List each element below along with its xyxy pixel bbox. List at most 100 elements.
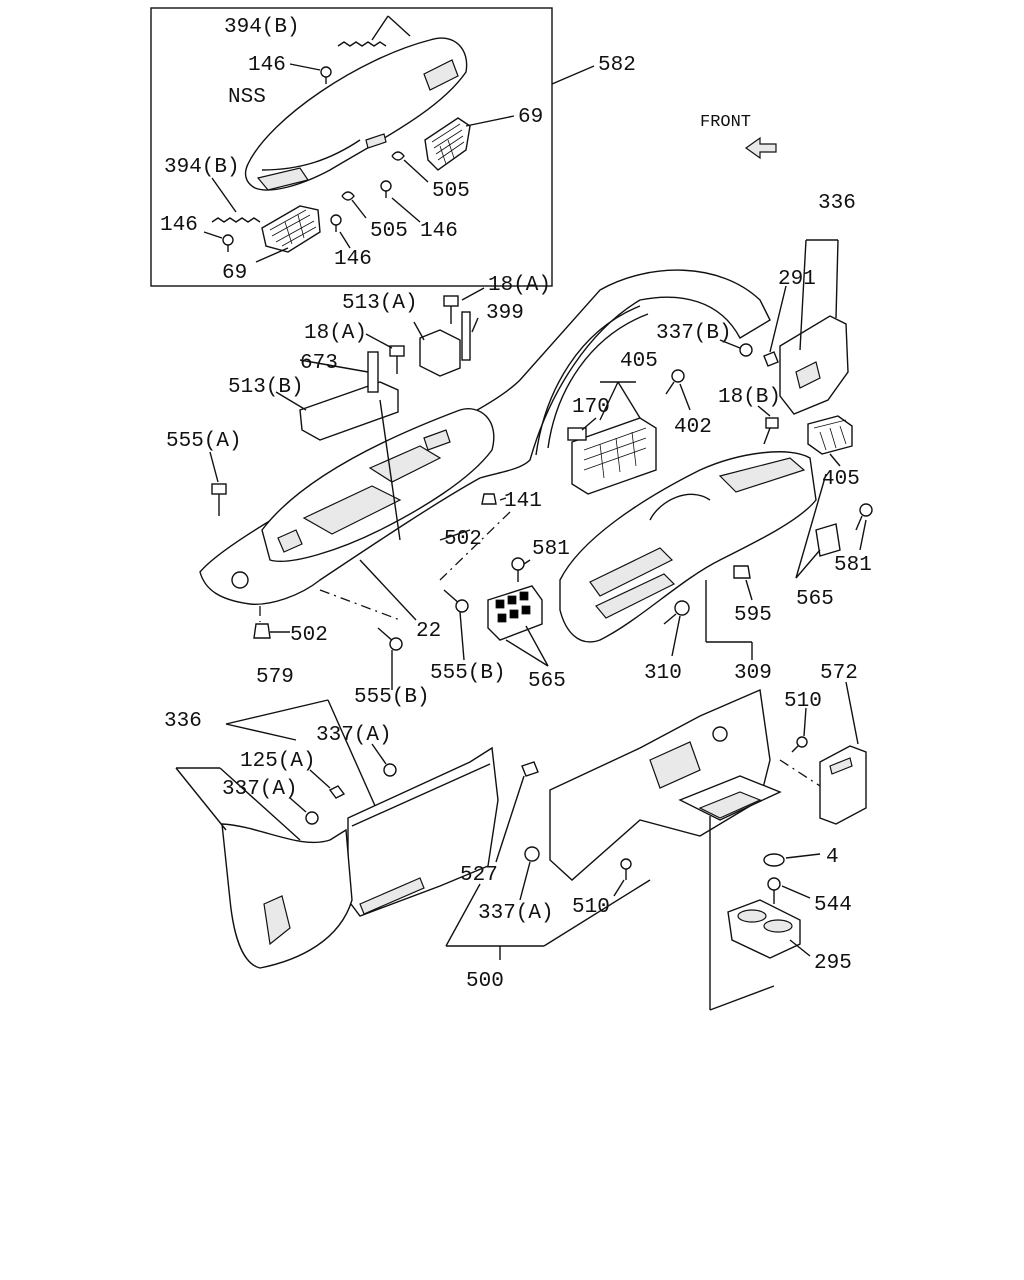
label-337a-top: 337(A) [316,724,392,747]
label-510-lower: 510 [572,896,610,919]
label-394b-left: 394(B) [164,156,240,179]
grommet-337a-left [305,811,319,825]
alignment-line-a [439,511,511,581]
leader-399 [471,317,479,333]
screw-581-right [855,503,873,531]
leader-405-top-b [617,381,641,419]
leader-673 [299,359,369,373]
screw-510-lower [620,858,632,880]
leader-69-bottom [255,247,289,263]
screw-146-left [222,234,234,252]
bolt-18b [763,417,779,445]
inset-frame [150,7,553,287]
leader-337a-left [289,797,307,813]
leader-291 [769,285,787,353]
relay-box-405-right-pattern [813,419,847,451]
leader-572 [845,681,859,745]
bolt-18a-mid [389,345,405,374]
label-69-right: 69 [518,106,543,129]
nss-tray-pocket-left [256,167,309,191]
dash-upper-pad-curve [535,305,641,456]
label-291: 291 [778,268,816,291]
rubber-mat-right-pattern [431,123,465,165]
bracket-513a [419,329,461,377]
leader-125a [309,769,331,789]
leader-565-left-a [505,639,549,667]
label-402: 402 [674,416,712,439]
leader-394b-left [211,177,237,213]
leader-510-right [803,707,807,737]
label-18a-mid: 18(A) [304,322,367,345]
relay-box-405-right [807,415,853,455]
leader-22 [359,559,417,621]
label-513b: 513(B) [228,376,304,399]
label-555b-center: 555(B) [430,662,506,685]
nss-tray-pocket-right [423,59,459,91]
screw-555b-left [377,627,403,651]
alignment-line-c [319,589,401,621]
grommet-337a-top [383,763,397,777]
glove-box-handle [359,877,425,915]
leader-18b [757,405,771,417]
bolt-18a-top [443,295,459,324]
cluster-hood-hole [231,571,249,589]
grommet-337b [739,343,753,357]
leader-565-right-a [795,549,821,579]
leader-337b [719,339,741,349]
leader-405-right [829,453,841,467]
screw-544 [767,877,781,904]
leader-336-bottom-b [219,767,301,841]
label-18b: 18(B) [718,386,781,409]
label-565-right: 565 [796,588,834,611]
label-581-left: 581 [532,538,570,561]
spacer-673 [367,351,379,393]
leader-146-center [339,231,351,249]
label-141: 141 [504,490,542,513]
leader-336-top-a [799,239,807,351]
cluster-hood-opening-a [302,485,402,535]
leader-565-right-b [795,473,827,579]
leader-527 [495,775,525,863]
end-panel-336-right-vent [795,361,821,389]
lower-center-panel-cupholder-well [698,791,762,819]
switch-panel-565-left-buttons [495,591,531,623]
cup-holder-295-well-a [737,909,767,923]
dash-lower-frame-slot-b [595,573,676,619]
leader-581-left [523,559,531,565]
label-544: 544 [814,894,852,917]
label-502-upper: 502 [444,528,482,551]
leader-402 [679,383,691,411]
label-146-d: 146 [334,248,372,271]
leader-394b-top-b [371,15,389,41]
nss-tray-edge [261,139,361,171]
screw-146-right [380,180,392,198]
leader-513b [275,391,307,411]
clip-502-lower [253,623,271,639]
leader-510-lower [613,879,625,897]
leader-295 [789,939,811,957]
clip-141 [481,493,497,505]
leader-595 [745,579,753,601]
end-panel-336-left [221,823,353,969]
nss-tray-body [244,37,468,191]
label-69-bottom: 69 [222,262,247,285]
leader-309-long-b [709,985,775,1011]
clip-595 [733,565,751,579]
instrument-panel-lower-assembly: 579 336 337(A) 125(A) 337(A) 572 510 4 5… [164,662,867,1011]
leader-500-b [543,879,651,947]
front-arrow-icon [744,136,777,160]
label-513a: 513(A) [342,292,418,315]
label-510-right: 510 [784,690,822,713]
fastener-394b-top [337,41,387,47]
leader-579-c [225,723,297,741]
label-527: 527 [460,864,498,887]
screw-402 [665,369,685,395]
cap-4 [763,853,785,867]
screw-510-right [791,736,808,753]
leader-bracket-drop [379,399,401,541]
leader-141 [499,497,507,501]
leader-513a [413,321,425,341]
dash-upper-pad-curve-inner [547,313,649,449]
label-579: 579 [256,666,294,689]
dash-lower-frame-slot-c [718,457,806,493]
